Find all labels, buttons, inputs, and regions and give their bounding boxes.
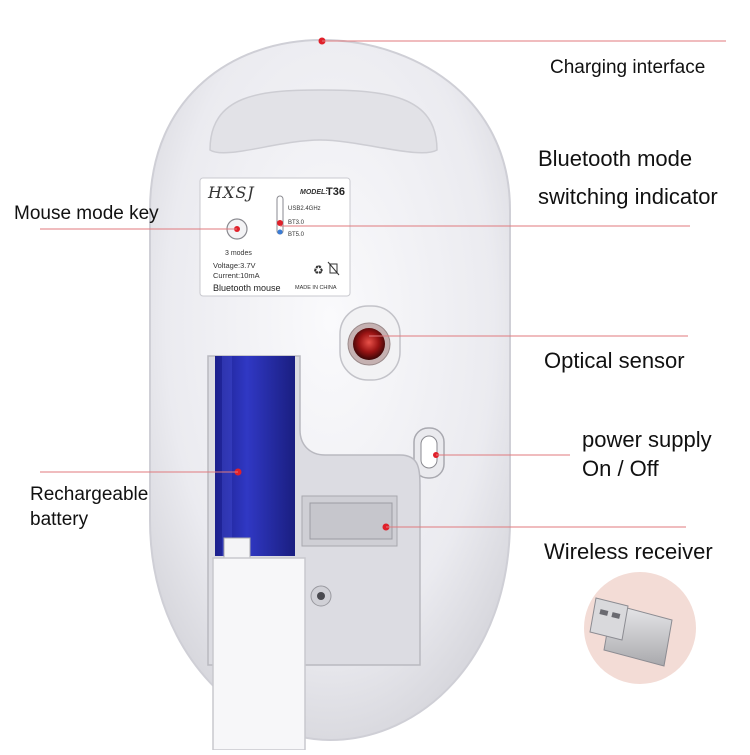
- label-mode-bt5: BT5.0: [288, 232, 305, 238]
- label-voltage: Voltage:3.7V: [213, 261, 256, 270]
- power-switch-slider: [420, 435, 438, 469]
- callout-power-line2: On / Off: [582, 456, 659, 481]
- mode-indicator-led: [277, 220, 283, 226]
- mode-indicator-led-blue: [277, 229, 283, 235]
- callout-power-line1: power supply: [582, 427, 712, 452]
- product-label: [199, 177, 351, 297]
- label-model-prefix: MODEL:: [300, 189, 328, 196]
- optical-sensor-lens: [353, 328, 385, 360]
- callout-charging-interface: Charging interface: [550, 57, 706, 78]
- label-mode-bt3: BT3.0: [288, 220, 305, 226]
- label-current: Current:10mA: [213, 271, 260, 280]
- battery-highlight: [222, 356, 232, 556]
- usb-contact-slot: [611, 612, 621, 619]
- usb-contact-slot: [599, 609, 609, 616]
- callout-mouse-mode-key: Mouse mode key: [14, 203, 159, 224]
- label-product: Bluetooth mouse: [213, 283, 281, 293]
- callout-bluetooth-indicator-line2: switching indicator: [538, 184, 718, 209]
- callout-battery-line1: Rechargeable: [30, 484, 149, 505]
- callout-wireless-receiver: Wireless receiver: [544, 539, 713, 564]
- label-mode-usb: USB2.4GHz: [288, 206, 321, 212]
- usb-plug: [589, 597, 629, 641]
- rechargeable-battery: [215, 356, 295, 556]
- callout-bluetooth-indicator-line1: Bluetooth mode: [538, 146, 693, 171]
- leader-lines: [40, 40, 726, 528]
- waste-bin-icon: [329, 263, 338, 274]
- label-origin: MADE IN CHINA: [295, 285, 337, 291]
- screw-hole-center: [317, 592, 325, 600]
- label-modes-caption: 3 modes: [225, 250, 252, 257]
- grip-pad: [209, 89, 438, 154]
- stored-receiver: [309, 502, 393, 540]
- recycle-icon: ♻: [313, 263, 324, 277]
- battery-cover: [212, 557, 306, 751]
- waste-bin-cross: [327, 261, 340, 276]
- usb-receiver-inset: [584, 572, 696, 684]
- label-brand: HXSJ: [207, 183, 255, 202]
- callout-optical-sensor: Optical sensor: [544, 348, 685, 373]
- mode-indicator-slot: [276, 195, 284, 235]
- callout-battery-line2: battery: [30, 509, 89, 530]
- label-model: T36: [326, 186, 345, 198]
